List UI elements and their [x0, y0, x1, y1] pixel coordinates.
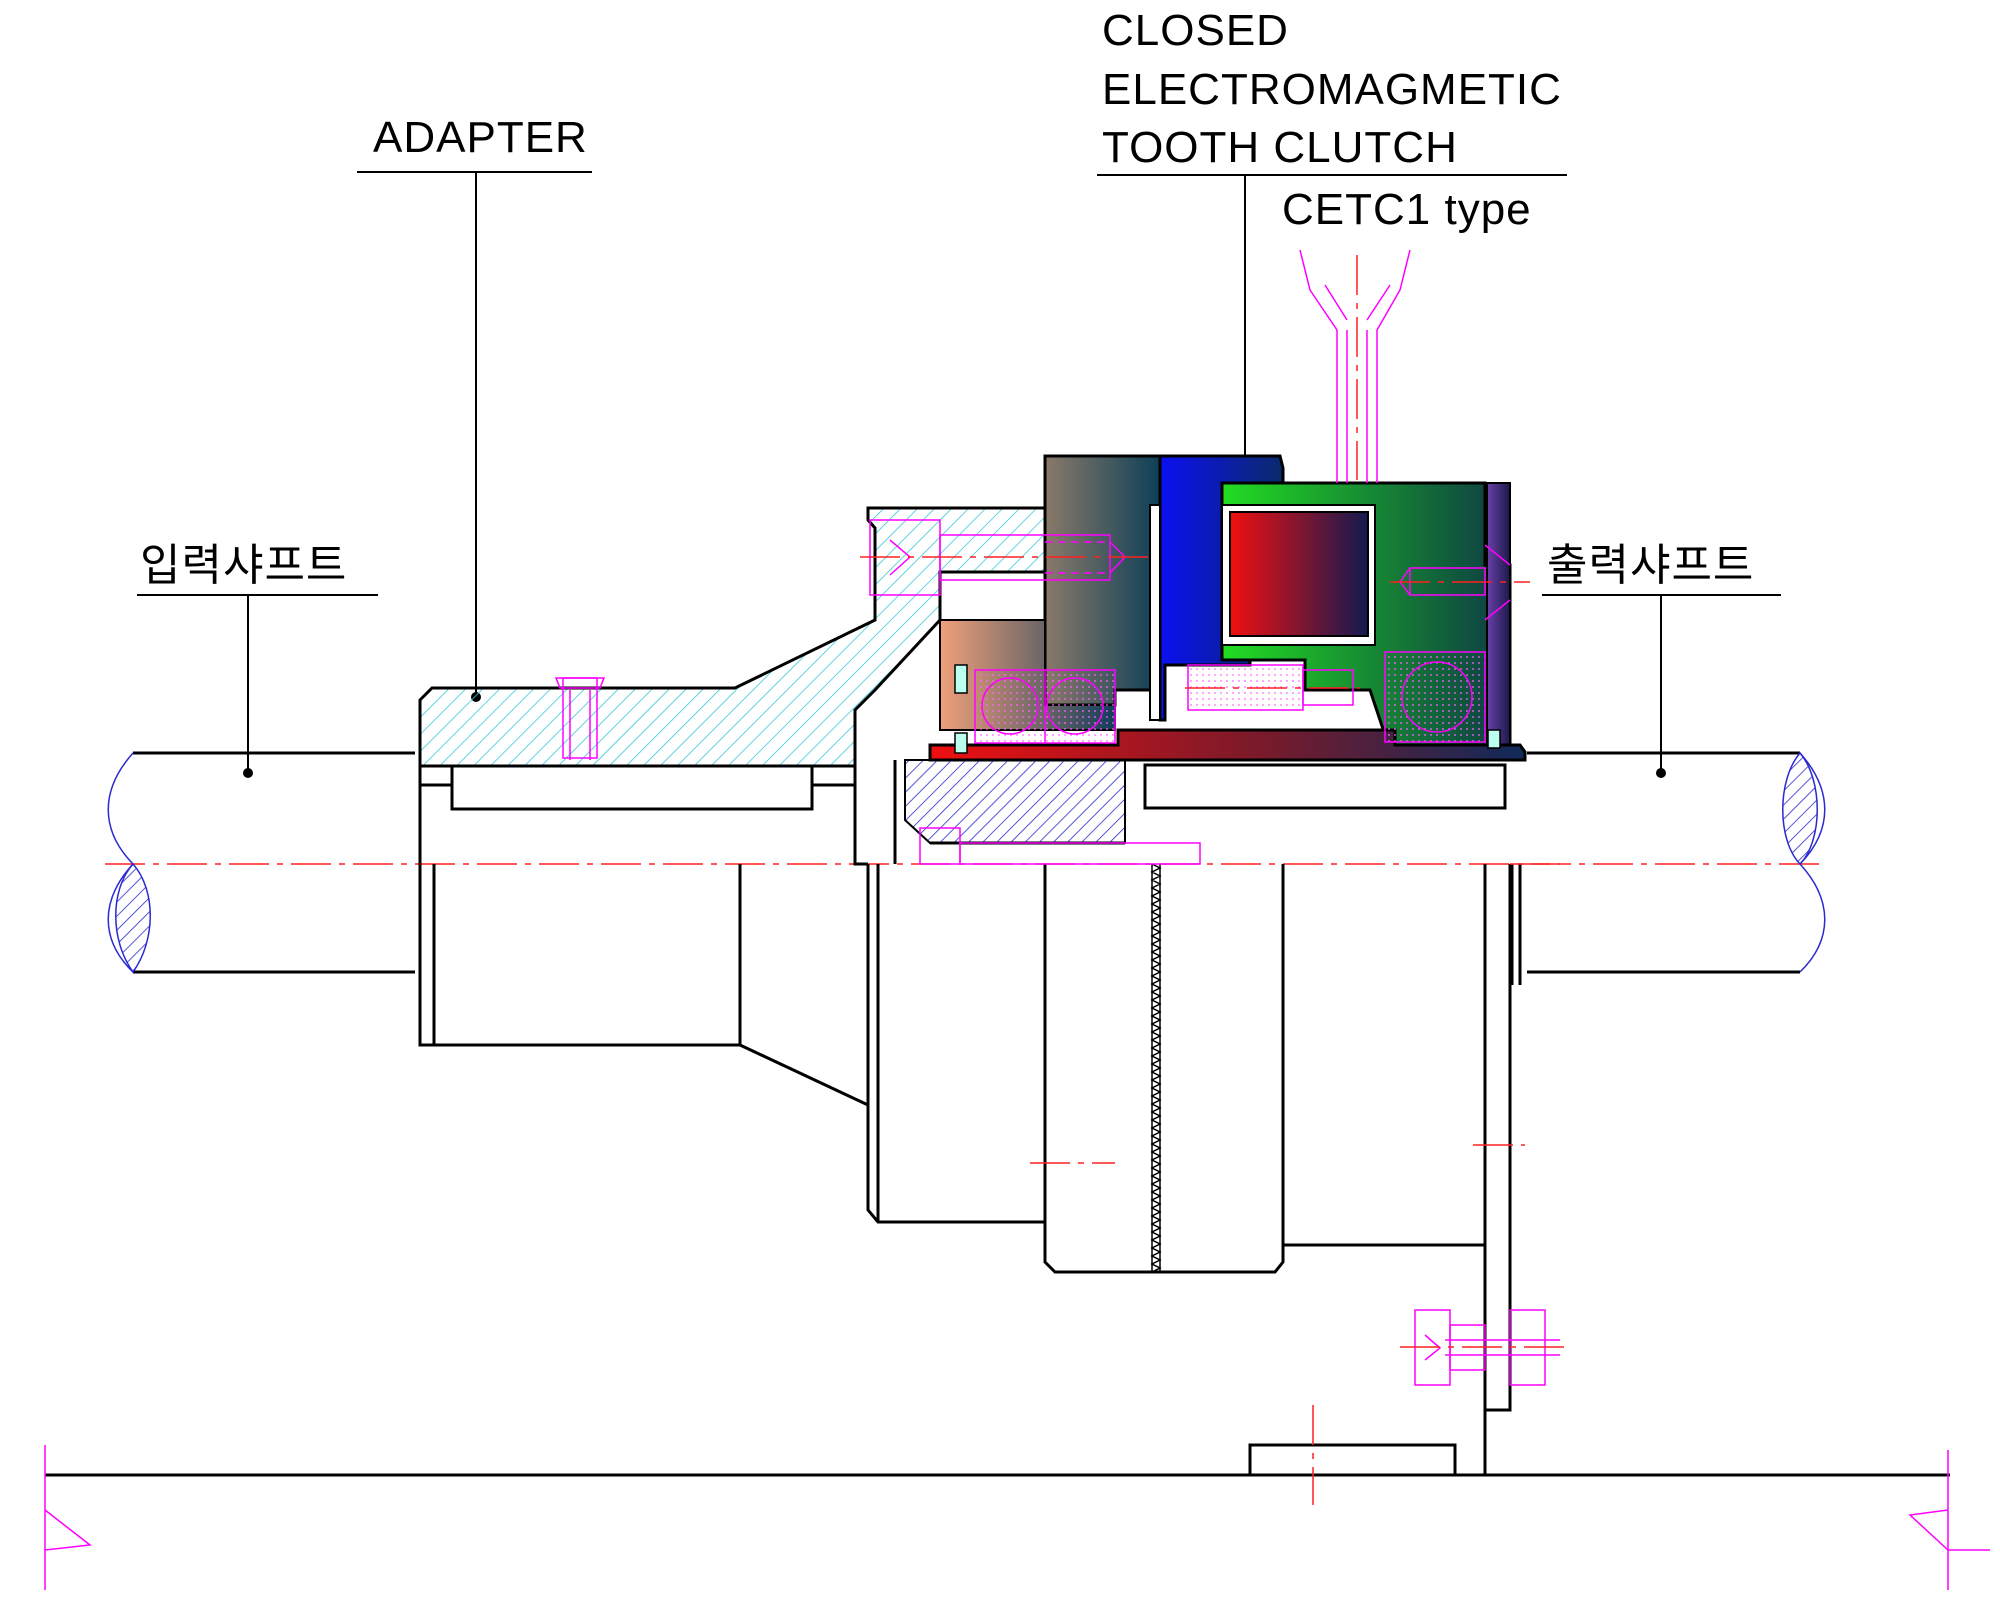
- input-shaft-callout: 입력샤프트: [137, 541, 378, 778]
- electromagnet-coil: [1229, 511, 1369, 637]
- shaft-sleeve: [928, 728, 1527, 762]
- input-shaft-break-hatch: [115, 862, 151, 974]
- adapter-keyway: [450, 764, 814, 811]
- bearing-left: [974, 669, 1116, 744]
- adapter-section: [418, 506, 1047, 768]
- clutch-teeth: [1150, 863, 1162, 1273]
- clutch-callout: CLOSED ELECTROMAGMETIC TOOTH CLUTCH CETC…: [1097, 6, 1567, 456]
- output-shaft-break-hatch: [1782, 751, 1818, 866]
- adapter: [418, 506, 1047, 1107]
- housing-lower-outline: [866, 863, 1487, 1274]
- base-frame: [44, 1405, 1990, 1590]
- bearing-right: [1384, 651, 1486, 743]
- output-shaft-callout: 출력샤프트: [1542, 541, 1781, 778]
- adapter-label: ADAPTER: [373, 113, 588, 162]
- output-shaft-leader-dot: [1656, 768, 1666, 778]
- seal-lower: [954, 732, 968, 754]
- mounting-bracket: [1248, 864, 1570, 1477]
- sleeve-keyway: [1143, 763, 1507, 810]
- clutch-section: [860, 249, 1530, 865]
- clutch-label-line1: CLOSED: [1102, 6, 1289, 55]
- spring-screw: [1185, 664, 1360, 711]
- adapter-callout: ADAPTER: [357, 113, 592, 702]
- input-shaft-label: 입력샤프트: [140, 541, 347, 590]
- coil-bolt: [1390, 544, 1530, 621]
- clutch-label-line3: TOOTH CLUTCH: [1102, 123, 1458, 172]
- input-shaft: [107, 751, 415, 974]
- clutch-label-line2: ELECTROMAGMETIC: [1102, 65, 1562, 114]
- input-shaft-leader-dot: [243, 768, 253, 778]
- output-shaft-label: 출력샤프트: [1547, 541, 1754, 590]
- clutch-type-label: CETC1 type: [1282, 185, 1532, 234]
- output-shaft: [1510, 751, 1826, 985]
- seal-upper: [954, 664, 968, 694]
- hub-ring: [904, 759, 1126, 844]
- lead-wire: [1299, 249, 1411, 483]
- flange-bolt: [860, 519, 1150, 596]
